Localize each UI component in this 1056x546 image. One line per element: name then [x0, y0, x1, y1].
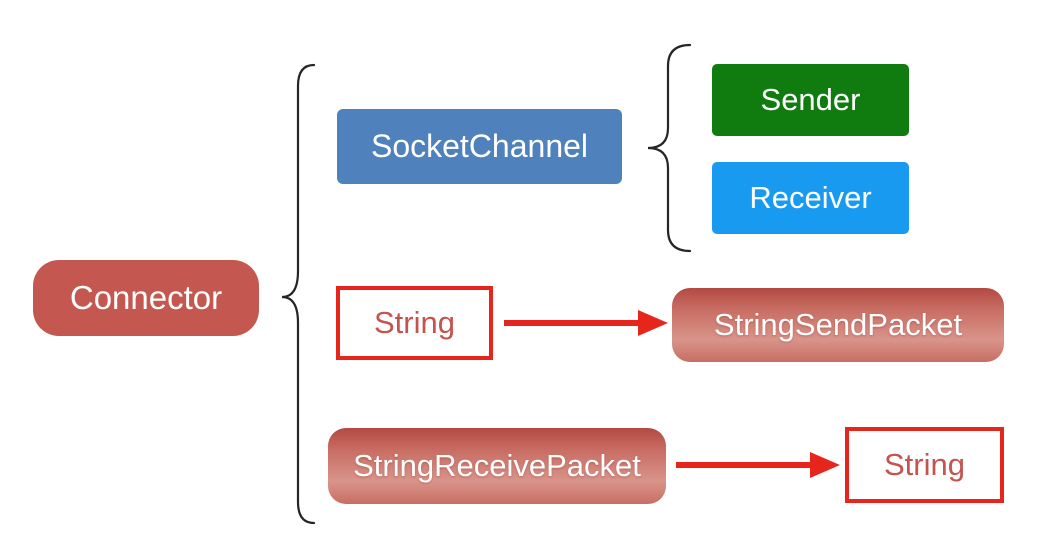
- string-receive-packet-node: StringReceivePacket: [328, 428, 666, 504]
- string-receive-packet-label: StringReceivePacket: [353, 448, 641, 483]
- string-output-label: String: [884, 447, 965, 482]
- sender-label: Sender: [760, 82, 861, 117]
- string-output-node: String: [845, 427, 1004, 503]
- receiver-node: Receiver: [712, 162, 909, 234]
- socket-channel-node: SocketChannel: [337, 109, 622, 184]
- small-curly-brace-icon: [647, 43, 692, 253]
- string-input-label: String: [374, 305, 455, 340]
- string-input-node: String: [336, 286, 493, 360]
- receiver-label: Receiver: [749, 180, 872, 215]
- send-arrow-icon: [504, 310, 668, 336]
- large-curly-brace-icon: [281, 63, 316, 525]
- receive-arrow-icon: [676, 452, 840, 478]
- string-send-packet-label: StringSendPacket: [713, 307, 963, 342]
- sender-node: Sender: [712, 64, 909, 136]
- socket-channel-label: SocketChannel: [370, 128, 589, 164]
- connector-label: Connector: [69, 279, 223, 316]
- string-send-packet-node: StringSendPacket: [672, 288, 1004, 362]
- connector-node: Connector: [33, 260, 259, 336]
